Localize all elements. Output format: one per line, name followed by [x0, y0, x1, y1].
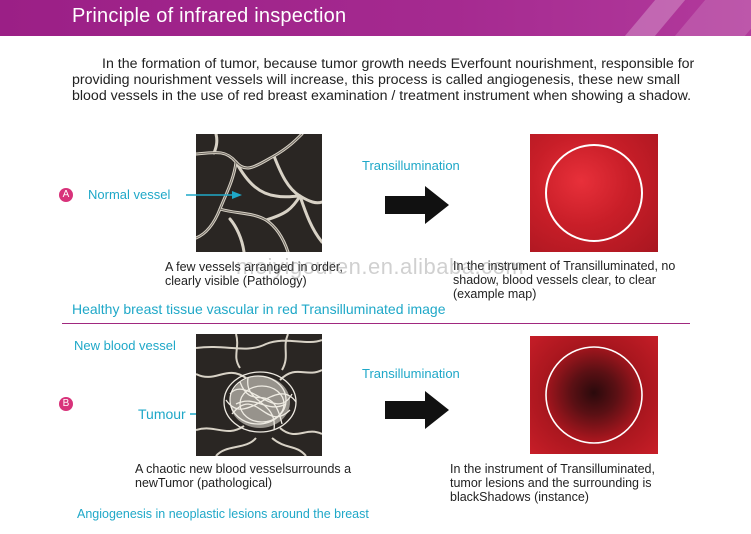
normal-vessel-label: Normal vessel	[88, 187, 171, 202]
normal-vessel-image	[196, 134, 322, 252]
transillumination-label-a: Transillumination	[362, 158, 460, 173]
page-title: Principle of infrared inspection	[72, 5, 347, 27]
right-arrow-icon	[385, 186, 449, 224]
section-b-footer: Angiogenesis in neoplastic lesions aroun…	[77, 507, 369, 521]
normal-right-caption: In the instrument of Transilluminated, n…	[453, 259, 676, 301]
tumour-label: Tumour	[138, 406, 186, 422]
normal-left-caption: A few vessels arranged in order, clearly…	[165, 260, 343, 288]
watermark-text: meiyigouren.en.alibaba.com	[236, 254, 525, 279]
section-divider	[62, 323, 690, 324]
tumour-right-caption: In the instrument of Transilluminated, t…	[450, 462, 655, 504]
intro-paragraph: In the formation of tumor, because tumor…	[72, 56, 695, 104]
detection-circle	[545, 346, 643, 444]
transillumination-label-b: Transillumination	[362, 366, 460, 381]
badge-a: A	[59, 188, 73, 202]
section-a-footer: Healthy breast tissue vascular in red Tr…	[72, 301, 446, 317]
new-blood-vessel-label: New blood vessel	[74, 338, 176, 353]
chaotic-vessel-graphic	[196, 334, 322, 456]
transilluminated-tumour-image	[530, 336, 658, 454]
header-stripe-decoration	[674, 0, 751, 36]
pointer-arrow-normal-vessel	[186, 191, 242, 199]
tumour-left-caption: A chaotic new blood vesselsurrounds a ne…	[135, 462, 352, 490]
detection-circle	[545, 144, 643, 242]
header-stripe-decoration	[624, 0, 686, 36]
transilluminated-normal-image	[530, 134, 658, 252]
right-arrow-icon	[385, 391, 449, 429]
header-bar: Principle of infrared inspection	[0, 0, 751, 36]
vessel-network-graphic	[196, 134, 322, 252]
tumour-vessel-image	[196, 334, 322, 456]
badge-b: B	[59, 397, 73, 411]
